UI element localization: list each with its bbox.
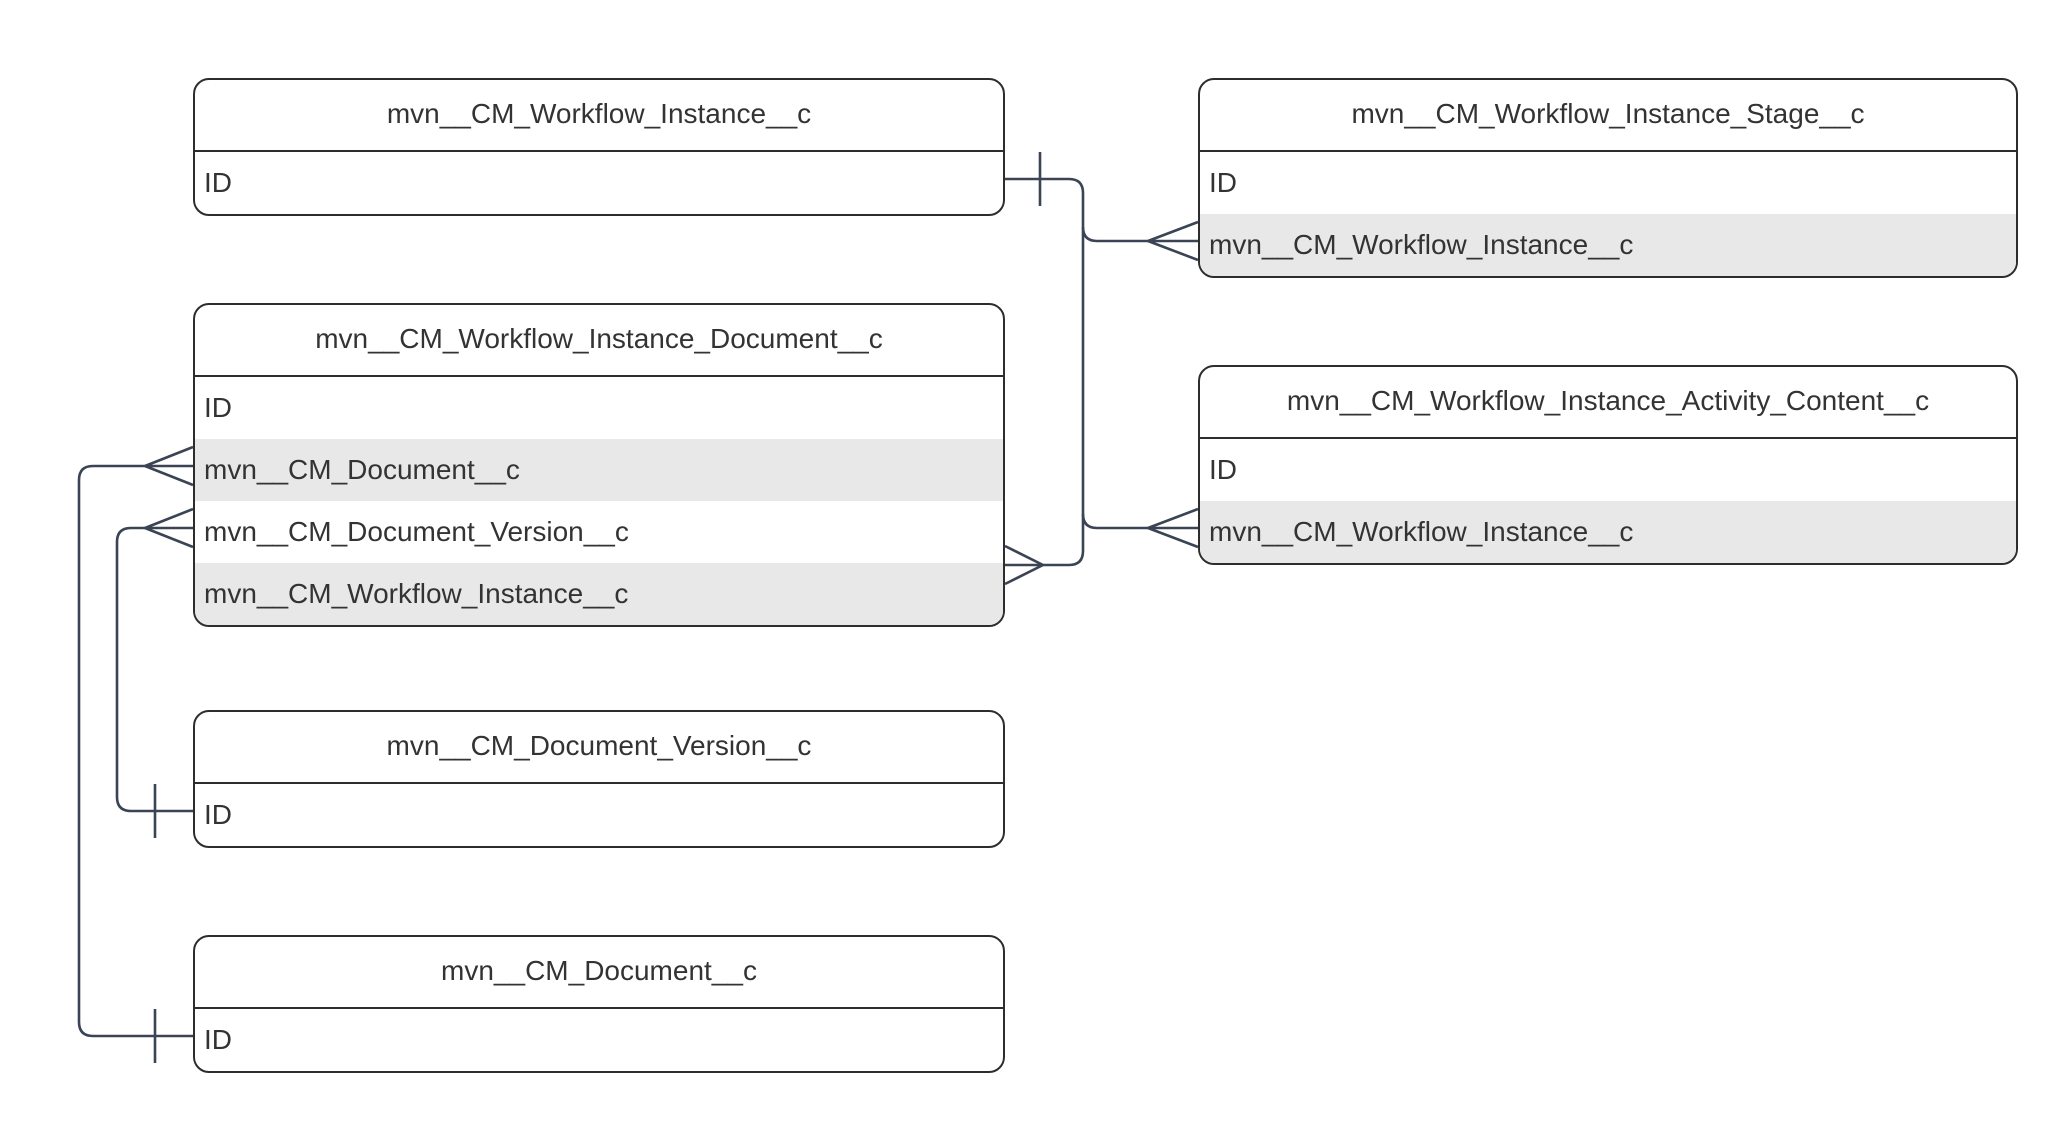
crow-foot-marker [144, 507, 194, 549]
entity-field-row: ID [1209, 454, 1237, 485]
entity-title: mvn__CM_Workflow_Instance__c [195, 80, 1003, 152]
relationship-wi-to-wid [1004, 152, 1085, 586]
entity-table-workflow-instance-activity-content: mvn__CM_Workflow_Instance_Activity_Conte… [1198, 365, 2018, 565]
connector-line [77, 464, 193, 1038]
relationship-dv-to-wid [115, 507, 194, 838]
entity-title: mvn__CM_Workflow_Instance_Activity_Conte… [1200, 367, 2016, 439]
entity-field-row: ID [204, 1024, 232, 1055]
entity-table-workflow-instance-stage: mvn__CM_Workflow_Instance_Stage__c ID mv… [1198, 78, 2018, 278]
connector-line [1081, 226, 1148, 243]
entity-field-row: ID [1209, 167, 1237, 198]
entity-field-row: ID [204, 167, 232, 198]
entity-field-row: mvn__CM_Workflow_Instance__c [1200, 501, 2016, 563]
connector-line [115, 526, 193, 813]
entity-table-document-version: mvn__CM_Document_Version__c ID [193, 710, 1005, 848]
entity-field-row: mvn__CM_Document_Version__c [204, 516, 629, 547]
relationship-wi-to-stage [1081, 220, 1199, 262]
relationship-wi-to-activity-content [1081, 507, 1199, 549]
entity-field-row: mvn__CM_Workflow_Instance__c [1200, 214, 2016, 276]
crow-foot-marker [1147, 507, 1199, 549]
entity-title: mvn__CM_Workflow_Instance_Document__c [195, 305, 1003, 377]
entity-field-row: ID [204, 799, 232, 830]
crow-foot-marker [1147, 220, 1199, 262]
entity-title: mvn__CM_Workflow_Instance_Stage__c [1200, 80, 2016, 152]
crow-foot-marker [1004, 544, 1044, 586]
entity-title: mvn__CM_Document_Version__c [195, 712, 1003, 784]
entity-title: mvn__CM_Document__c [195, 937, 1003, 1009]
entity-field-row: ID [204, 392, 232, 423]
relationship-doc-to-wid [77, 445, 194, 1063]
entity-table-workflow-instance-document: mvn__CM_Workflow_Instance_Document__c ID… [193, 303, 1005, 627]
connector-line [1005, 177, 1085, 567]
connector-line [1081, 513, 1148, 530]
crow-foot-marker [144, 445, 194, 487]
entity-table-workflow-instance: mvn__CM_Workflow_Instance__c ID [193, 78, 1005, 216]
entity-field-row: mvn__CM_Workflow_Instance__c [195, 563, 1003, 625]
entity-field-row: mvn__CM_Document__c [195, 439, 1003, 501]
entity-table-document: mvn__CM_Document__c ID [193, 935, 1005, 1073]
